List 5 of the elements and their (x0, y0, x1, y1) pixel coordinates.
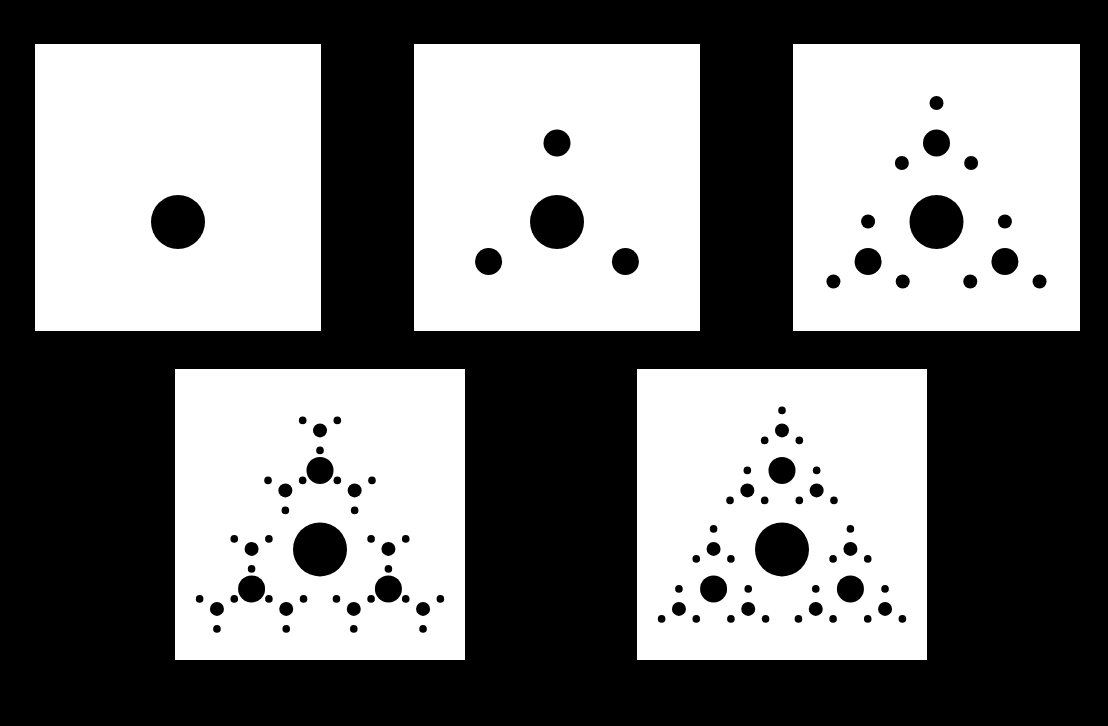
dot-fractal-drawing (637, 369, 927, 660)
dot-fractal-drawing (175, 369, 465, 660)
dot-fractal-drawing (35, 44, 321, 331)
dot-fractal-drawing (414, 44, 700, 331)
dot-fractal-drawing (793, 44, 1080, 331)
